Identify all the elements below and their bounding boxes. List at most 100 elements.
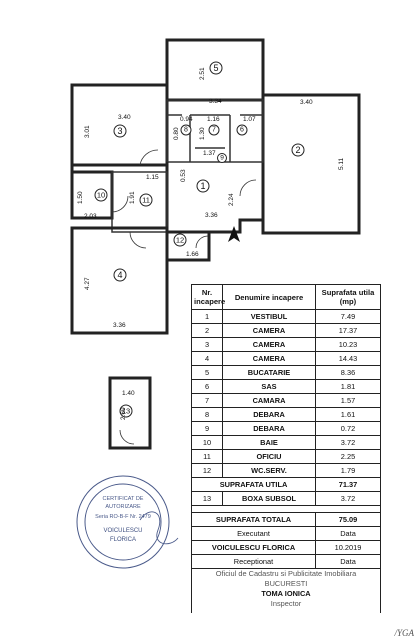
cell-nr: 1	[191, 309, 223, 324]
room-schedule-table: Nr. incapere Denumire incapere Suprafata…	[191, 284, 381, 613]
cell-area: 8.36	[315, 365, 381, 380]
dim-label: 1.16	[207, 116, 220, 123]
dim-label: 3.36	[205, 212, 218, 219]
receptionat-date-label: Data	[315, 554, 381, 569]
cell-nr: 11	[191, 449, 223, 464]
grand-total-row: SUPRAFATA TOTALA 75.09	[191, 512, 381, 527]
room-label-12: 12	[176, 236, 184, 245]
cell-name: CAMARA	[222, 393, 316, 408]
cell-nr: 3	[191, 337, 223, 352]
stamp-line: CERTIFICAT DE	[103, 496, 144, 502]
room-label-8: 8	[184, 127, 188, 134]
authorization-stamp: CERTIFICAT DE AUTORIZARE Seria RO-B-F Nr…	[76, 475, 179, 569]
date-label: Data	[315, 526, 381, 541]
cell-area: 17.37	[315, 323, 381, 338]
cell-area: 1.79	[315, 463, 381, 478]
useful-total-value: 71.37	[315, 477, 381, 492]
dim-label: 1.50	[77, 191, 84, 204]
cell-nr: 8	[191, 407, 223, 422]
room-labels: 5 3 2 8 7 6 9 1 10 11 12 4 13	[94, 61, 305, 418]
cell-nr: 2	[191, 323, 223, 338]
door-swings	[111, 149, 257, 445]
room-label-4: 4	[117, 270, 122, 280]
stamp-line: FLORICA	[110, 537, 136, 543]
useful-total-row: SUPRAFATA UTILA 71.37	[191, 477, 381, 492]
cell-name: BUCATARIE	[222, 365, 316, 380]
cell-name: BOXA SUBSOL	[222, 491, 316, 506]
executant-label: Executant	[191, 526, 316, 541]
cell-area: 2.25	[315, 449, 381, 464]
dim-label: 1.30	[199, 127, 206, 140]
cell-area: 3.72	[315, 491, 381, 506]
cell-area: 1.57	[315, 393, 381, 408]
stamp-line: AUTORIZARE	[105, 504, 141, 510]
corner-scribble: /YGA	[394, 628, 414, 638]
dim-label: 0.94	[180, 116, 193, 123]
table-header-row: Nr. incapere Denumire incapere Suprafata…	[191, 284, 381, 310]
dim-label: 1.66	[186, 251, 199, 258]
cell-area: 3.72	[315, 435, 381, 450]
receptionat-row: Receptionat Data	[191, 554, 381, 569]
dim-label: 1.15	[146, 174, 159, 181]
cell-name: CAMERA	[222, 351, 316, 366]
dim-label: 1.40	[122, 390, 135, 397]
dim-label: 1.07	[243, 116, 256, 123]
cell-name: BAIE	[222, 435, 316, 450]
cell-area: 1.81	[315, 379, 381, 394]
header-name: Denumire incapere	[222, 284, 316, 310]
cell-name: DEBARA	[222, 421, 316, 436]
cell-nr: 4	[191, 351, 223, 366]
header-area: Suprafata utila (mp)	[315, 284, 381, 310]
dim-label: 3.01	[84, 125, 91, 138]
executant-date: 10.2019	[315, 540, 381, 555]
dimension-labels: 3.40 3.34 3.40 3.01 2.51 5.11 0.94 1.16 …	[77, 67, 345, 420]
room-label-1: 1	[200, 181, 205, 191]
spacer-row	[191, 505, 381, 513]
dim-label: 3.34	[209, 98, 222, 105]
dim-label: 1.37	[203, 150, 216, 157]
dim-label: 4.27	[84, 277, 91, 290]
entrance-arrow-icon	[228, 226, 240, 242]
basement-row: 13 BOXA SUBSOL 3.72	[191, 491, 381, 506]
room-label-9: 9	[220, 155, 224, 162]
room-label-3: 3	[117, 126, 122, 136]
dim-label: 2.03	[84, 213, 97, 220]
dim-label: 0.53	[180, 169, 187, 182]
room-label-7: 7	[212, 127, 216, 134]
office-row: Oficiul de Cadastru si Publicitate Imobi…	[191, 568, 381, 613]
room-label-5: 5	[213, 63, 218, 73]
dim-label: 3.36	[113, 322, 126, 329]
cell-area: 7.49	[315, 309, 381, 324]
executant-header-row: Executant Data	[191, 526, 381, 541]
header-nr: Nr. incapere	[191, 284, 225, 310]
useful-total-label: SUPRAFATA UTILA	[191, 477, 316, 492]
spacer-cell	[191, 505, 381, 513]
walls	[70, 38, 361, 450]
cell-name: OFICIU	[222, 449, 316, 464]
cell-nr: 6	[191, 379, 223, 394]
city-line: BUCURESTI	[264, 579, 308, 588]
stamp-line: Seria RO-B-F Nr. 2479	[95, 514, 151, 520]
executant-name: VOICULESCU FLORICA	[191, 540, 316, 555]
grand-total-value: 75.09	[315, 512, 381, 527]
cell-nr: 5	[191, 365, 223, 380]
dim-label: 3.40	[300, 99, 313, 106]
cell-name: CAMERA	[222, 323, 316, 338]
cell-nr: 7	[191, 393, 223, 408]
dim-label: 1.91	[129, 191, 136, 204]
cell-area: 14.43	[315, 351, 381, 366]
cell-name: CAMERA	[222, 337, 316, 352]
dim-label: 3.40	[118, 114, 131, 121]
room-label-2: 2	[295, 145, 300, 155]
